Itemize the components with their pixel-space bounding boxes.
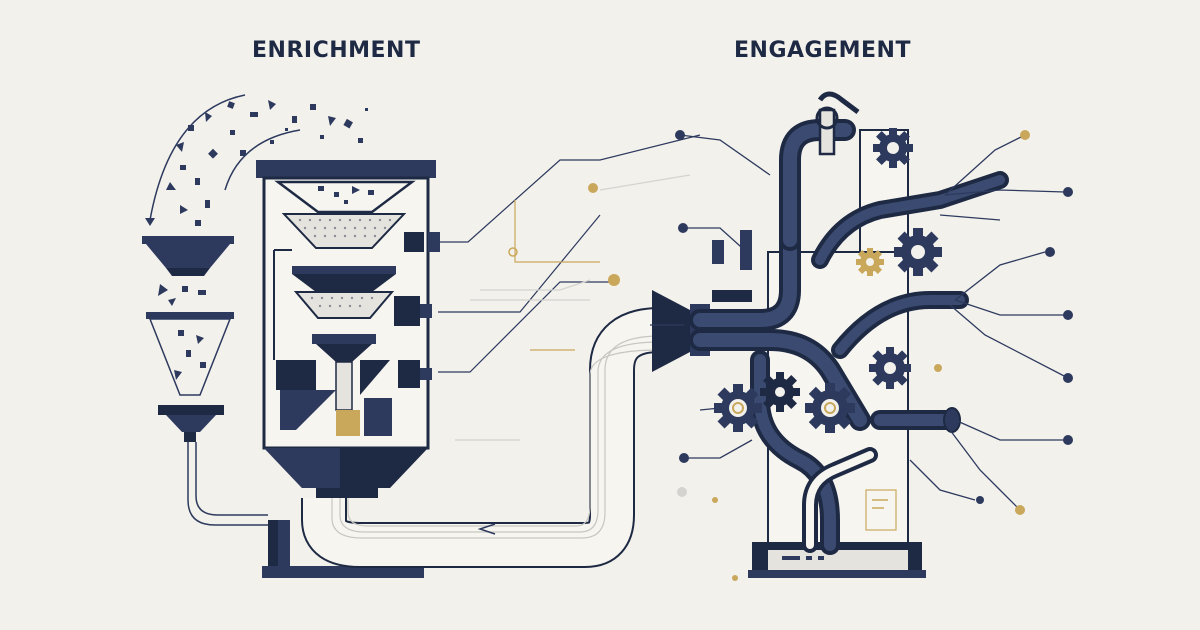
connecting-pipe <box>301 290 710 568</box>
node-dot-icon <box>675 130 1073 515</box>
engagement-machine <box>689 91 1009 578</box>
output-branches <box>650 134 1069 511</box>
engagement-title: ENGAGEMENT <box>734 38 911 63</box>
node-dot-icon <box>508 183 738 581</box>
filter-screen-icon <box>281 213 407 249</box>
enrichment-processor <box>256 160 440 498</box>
arrow-head-icon <box>145 218 155 226</box>
filter-screen-icon <box>293 291 395 319</box>
processor-base <box>262 520 424 578</box>
pipe-icon <box>652 290 690 372</box>
particle-stream <box>166 100 368 226</box>
flow-arrow-curve <box>149 94 246 221</box>
arrow-head-icon <box>477 523 496 535</box>
enrichment-title: ENRICHMENT <box>252 38 421 63</box>
circuit-traces <box>438 134 701 441</box>
small-funnel-stack <box>142 236 268 526</box>
